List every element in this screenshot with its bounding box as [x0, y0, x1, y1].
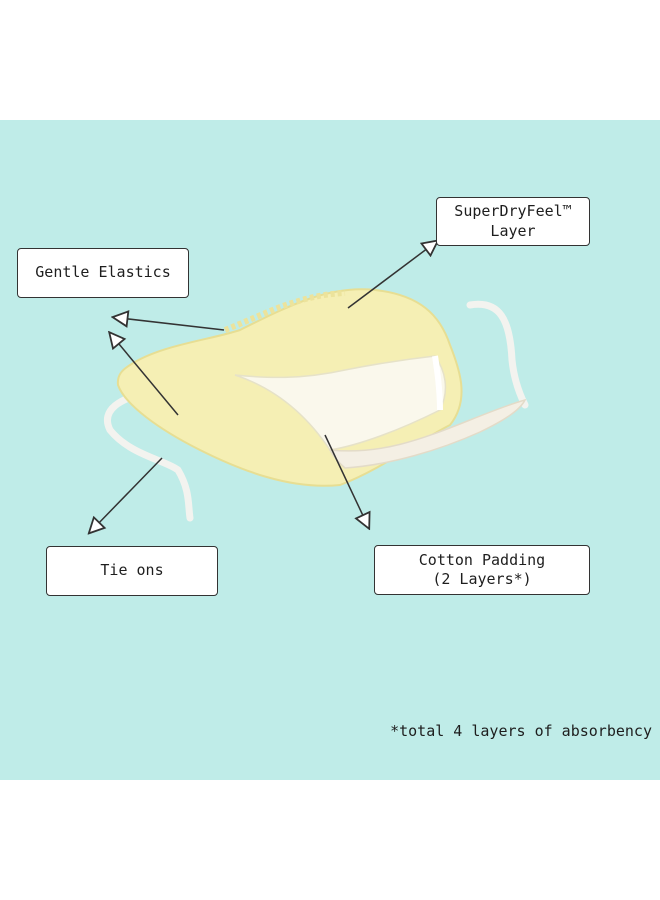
inner-fold: [432, 355, 443, 411]
label-gentle-elastics: Gentle Elastics: [17, 248, 189, 298]
tie-strap-left: [104, 388, 194, 522]
arrow-tie-ons: [94, 457, 163, 528]
label-tie-ons-text: Tie ons: [100, 561, 164, 580]
label-superdry-line1: SuperDryFeel™: [454, 202, 572, 220]
footnote-text: *total 4 layers of absorbency: [390, 722, 652, 740]
tie-strap-right: [466, 300, 529, 409]
inner-layer-2: [328, 398, 527, 469]
arrow-cotton-padding: [324, 434, 366, 522]
label-superdry-layer: SuperDryFeel™ Layer: [436, 197, 590, 246]
arrow-pad-body: [114, 338, 179, 416]
pad-ruffle: [223, 290, 346, 333]
arrow-superdry: [347, 245, 432, 309]
label-cotton-line1: Cotton Padding: [418, 550, 546, 569]
label-cotton-line2: (2 Layers*): [432, 570, 532, 588]
arrow-gentle-elastics: [120, 318, 225, 331]
label-gentle-elastics-text: Gentle Elastics: [35, 263, 171, 282]
inner-layer-1: [234, 355, 447, 451]
label-superdry-line2: Layer: [490, 221, 536, 240]
label-tie-ons: Tie ons: [46, 546, 218, 596]
label-cotton-padding: Cotton Padding (2 Layers*): [374, 545, 590, 595]
